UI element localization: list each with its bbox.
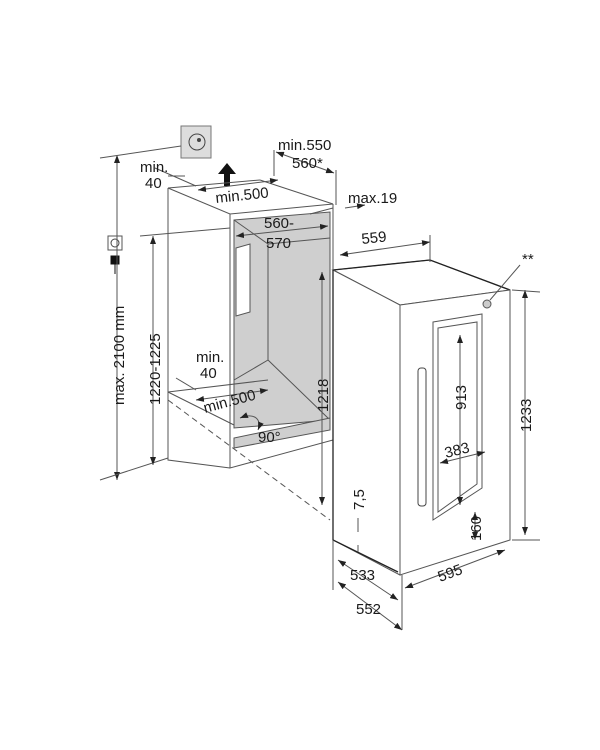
door-handle (417, 367, 427, 507)
label-width: 595 (436, 561, 465, 586)
label-depth-body: 533 (350, 567, 375, 584)
label-bottom-gap: min. (196, 349, 224, 366)
label-door-angle: 90° (258, 429, 281, 446)
label-top-gap-value: 40 (145, 175, 162, 192)
dimension-lines (99, 145, 541, 631)
label-window-height: 913 (453, 385, 470, 410)
label-window-width: 383 (443, 439, 471, 462)
label-inner-height: 1218 (315, 379, 332, 412)
label-appliance-height: 1233 (518, 399, 535, 432)
socket-plug-icon (107, 235, 123, 274)
label-niche-height: 1220-1225 (147, 333, 164, 405)
label-note-marker: ** (522, 251, 534, 268)
label-plinth-gap: 7,5 (351, 489, 368, 510)
label-top-gap: min. (140, 159, 168, 176)
label-max-height: max. 2100 mm (111, 306, 128, 405)
label-bottom-gap-value: 40 (200, 365, 217, 382)
label-door-thickness: max.19 (348, 190, 397, 207)
label-window-bottom: 160 (468, 516, 485, 541)
appliance (331, 259, 521, 576)
label-top-vent-width: min.500 (215, 184, 270, 206)
label-niche-width-a: 560- (264, 215, 294, 232)
label-niche-depth-min: min.550 (278, 137, 331, 154)
ventilation-arrow-icon (218, 163, 236, 186)
label-niche-width-b: 570 (266, 235, 291, 252)
label-depth-total: 552 (356, 601, 381, 618)
label-niche-depth-alt: 560* (292, 155, 323, 172)
label-appliance-depth: 559 (361, 228, 388, 248)
wall-socket-icon (180, 125, 212, 159)
